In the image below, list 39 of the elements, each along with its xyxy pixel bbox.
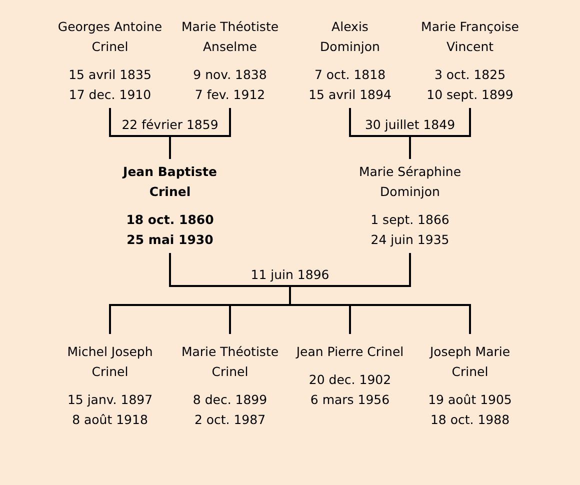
birth-date: 1 sept. 1866 (370, 211, 450, 229)
person-name: Jean Baptiste Crinel (121, 163, 218, 201)
connector-line (289, 286, 471, 334)
birth-date: 8 dec. 1899 (192, 391, 268, 409)
death-date: 25 mai 1930 (126, 231, 214, 249)
connector-line (349, 108, 410, 137)
person-name: Marie Séraphine Dominjon (358, 163, 462, 201)
person-name: Michel Joseph Crinel (66, 343, 154, 381)
death-date: 8 août 1918 (72, 411, 148, 429)
connector-line (170, 108, 231, 137)
death-date: 17 dec. 1910 (68, 86, 152, 104)
birth-date: 19 août 1905 (428, 391, 512, 409)
person-name: Joseph Marie Crinel (428, 343, 512, 381)
death-date: 10 sept. 1899 (426, 86, 514, 104)
birth-date: 20 dec. 1902 (308, 371, 392, 389)
person-name: Marie Théotiste Crinel (180, 343, 280, 381)
birth-date: 7 oct. 1818 (314, 66, 386, 84)
person-name: Alexis Dominjon (319, 18, 381, 56)
person-name: Jean Pierre Crinel (294, 343, 405, 361)
death-date: 15 avril 1894 (308, 86, 392, 104)
death-date: 24 juin 1935 (370, 231, 450, 249)
person-name: Georges Antoine Crinel (56, 18, 164, 56)
birth-date: 15 janv. 1897 (67, 391, 153, 409)
birth-date: 15 avril 1835 (68, 66, 152, 84)
birth-date: 18 oct. 1860 (126, 211, 214, 229)
death-date: 6 mars 1956 (310, 391, 390, 409)
connector-line (409, 136, 411, 159)
person-name: Marie Françoise Vincent (420, 18, 520, 56)
death-date: 7 fev. 1912 (194, 86, 266, 104)
person-name: Marie Théotiste Anselme (180, 18, 280, 56)
connector-line (290, 253, 411, 287)
birth-date: 9 nov. 1838 (193, 66, 267, 84)
connector-line (109, 108, 170, 137)
death-date: 18 oct. 1988 (430, 411, 510, 429)
connector-line (410, 108, 471, 137)
death-date: 2 oct. 1987 (194, 411, 266, 429)
connector-line (169, 136, 171, 159)
connector-line (169, 253, 290, 287)
birth-date: 3 oct. 1825 (434, 66, 506, 84)
